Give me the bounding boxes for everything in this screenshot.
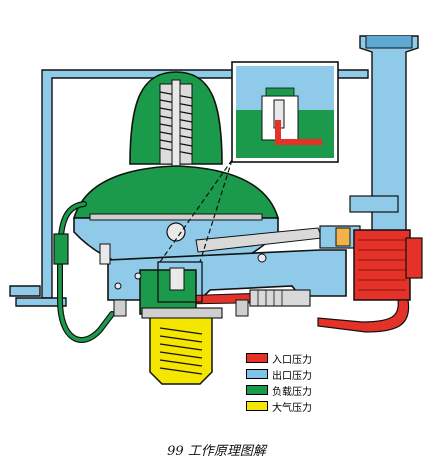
outlet-sensing-line bbox=[9, 69, 369, 307]
atmosphere-swatch bbox=[246, 401, 268, 411]
legend-item-outlet: 出口压力 bbox=[246, 366, 336, 382]
outlet-pipe-right bbox=[349, 35, 419, 233]
pressure-legend: 入口压力 出口压力 负载压力 大气压力 bbox=[246, 350, 336, 414]
legend-item-loading: 负载压力 bbox=[246, 382, 336, 398]
outlet-swatch bbox=[246, 369, 268, 379]
loading-swatch bbox=[246, 385, 268, 395]
detail-inset bbox=[159, 61, 339, 263]
regulator-cutaway-diagram bbox=[9, 35, 423, 385]
linkage-bolts bbox=[99, 243, 267, 290]
legend-label-atmosphere: 大气压力 bbox=[272, 402, 312, 414]
legend-label-inlet: 入口压力 bbox=[272, 354, 312, 366]
tube-fitting bbox=[53, 233, 69, 265]
legend-item-atmosphere: 大气压力 bbox=[246, 398, 336, 414]
lower-spring-case bbox=[113, 299, 249, 385]
legend-item-inlet: 入口压力 bbox=[246, 350, 336, 366]
legend-label-loading: 负载压力 bbox=[272, 386, 312, 398]
figure-caption: 99 工作原理图解 bbox=[167, 444, 266, 459]
legend-label-outlet: 出口压力 bbox=[272, 370, 312, 382]
pilot-loading-block bbox=[139, 261, 203, 315]
loading-tube-fill bbox=[58, 202, 114, 342]
inlet-section bbox=[175, 229, 423, 333]
inlet-swatch bbox=[246, 353, 268, 363]
